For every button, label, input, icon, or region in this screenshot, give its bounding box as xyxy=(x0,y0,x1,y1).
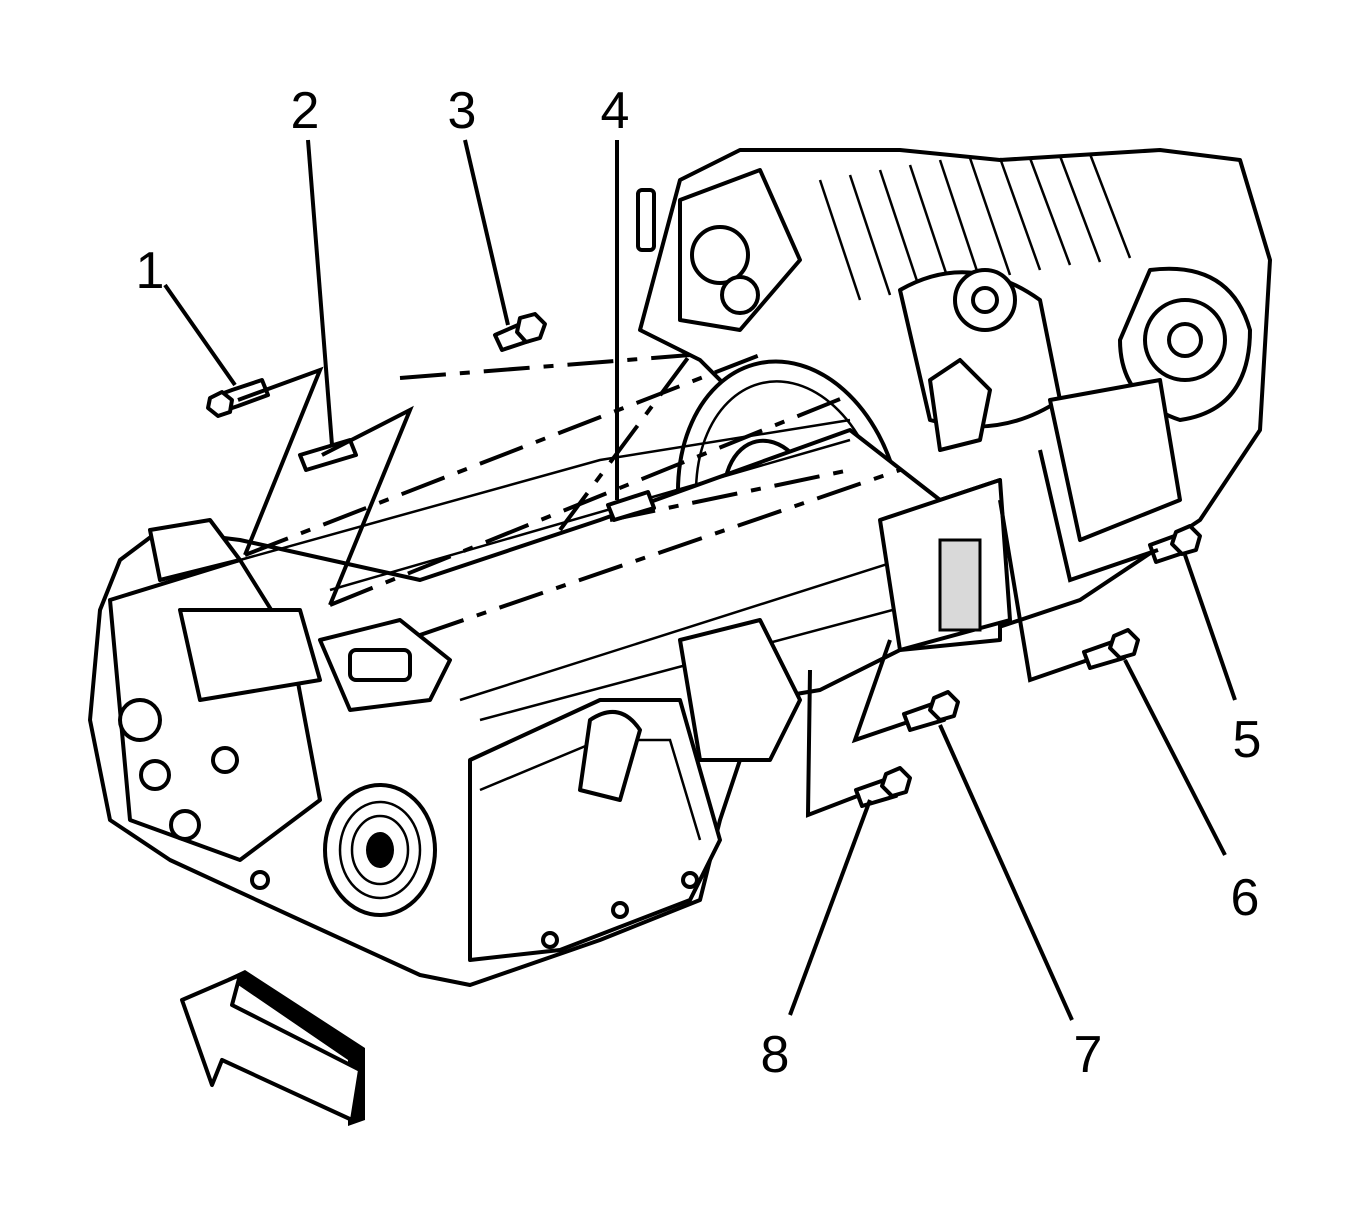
callout-5: 5 xyxy=(1233,711,1262,769)
callout-labels: 1 2 3 4 5 6 7 8 xyxy=(136,82,1262,1084)
callout-6: 6 xyxy=(1231,869,1260,927)
alignment-lines xyxy=(244,353,901,637)
front-direction-arrow-icon xyxy=(180,970,365,1126)
bolt-8 xyxy=(854,766,912,808)
stud-2 xyxy=(298,438,358,472)
engine-assembly xyxy=(636,148,1272,642)
bolt-guide-lines xyxy=(237,366,1159,818)
bolt-5 xyxy=(1148,524,1202,564)
callout-8: 8 xyxy=(761,1026,790,1084)
bolt-4 xyxy=(606,490,656,522)
callout-2: 2 xyxy=(291,82,320,140)
bolt-6 xyxy=(1082,628,1140,670)
callout-1: 1 xyxy=(136,242,165,300)
transmission-assembly xyxy=(88,418,1012,987)
leader-lines xyxy=(163,139,1237,1021)
bolt-3 xyxy=(493,312,547,352)
callout-4: 4 xyxy=(601,82,630,140)
bolt-1 xyxy=(206,378,270,418)
callout-3: 3 xyxy=(448,82,477,140)
bolt-7 xyxy=(902,690,960,732)
callout-7: 7 xyxy=(1074,1026,1103,1084)
